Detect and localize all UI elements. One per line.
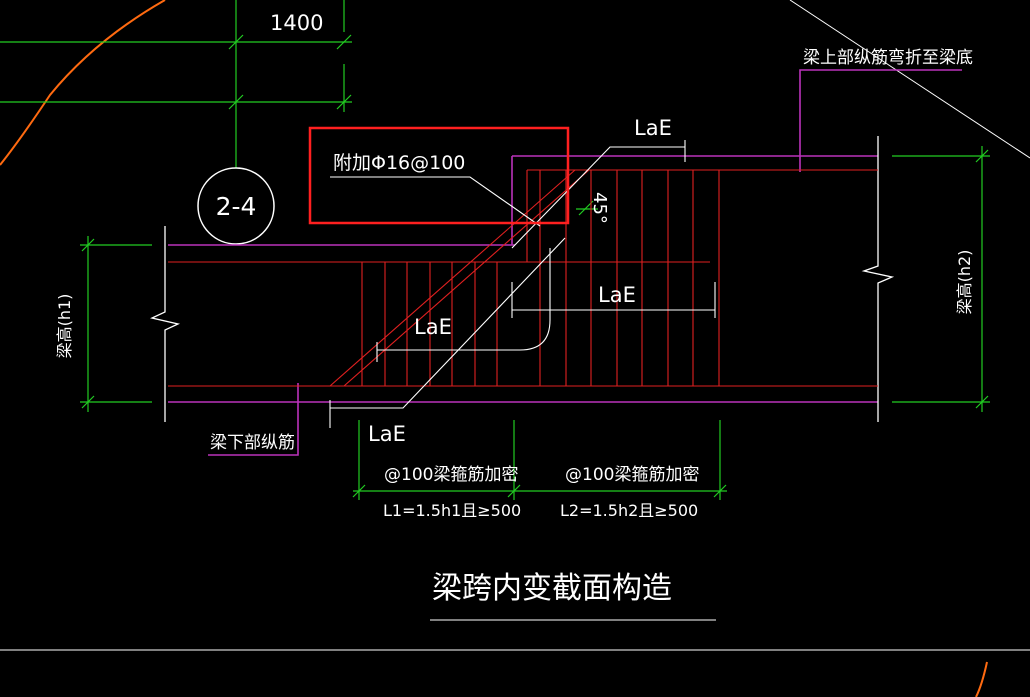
axis-bubble-circle <box>197 167 275 245</box>
orange-curves <box>0 0 988 697</box>
length-label-left: L1=1.5h1且≥500 <box>383 501 521 520</box>
right-break-line <box>861 136 895 422</box>
anchor-label-mid-right: LaE <box>598 283 636 307</box>
left-height-label: 梁高(h1) <box>55 294 74 359</box>
diagram-title: 梁跨内变截面构造 <box>432 571 672 606</box>
beam-outlines <box>168 69 962 456</box>
extra-bar-note: 附加Φ16@100 <box>333 152 465 174</box>
stirrup-label-right: @100梁箍筋加密 <box>565 465 699 485</box>
extra-bar-leader <box>330 176 541 227</box>
right-height-label: 梁高(h2) <box>955 250 974 315</box>
highlight-box <box>308 126 570 225</box>
anchor-label-top: LaE <box>634 116 672 140</box>
top-bend-note: 梁上部纵筋弯折至梁底 <box>803 48 973 68</box>
rebars <box>168 169 878 387</box>
orange-arc-top-left <box>0 0 166 166</box>
stirrup-label-left: @100梁箍筋加密 <box>384 465 518 485</box>
green-dimension-lines <box>0 0 990 500</box>
top-note-leader <box>799 69 962 172</box>
frame-lines <box>0 0 1030 651</box>
bottom-note-leader <box>208 383 299 456</box>
break-lines <box>150 136 895 422</box>
anchor-label-bottom: LaE <box>368 422 406 446</box>
left-break-line <box>150 226 180 422</box>
length-label-right: L2=1.5h2且≥500 <box>560 501 698 520</box>
bottom-bar-note: 梁下部纵筋 <box>210 433 295 453</box>
orange-arc-bottom-right <box>975 661 988 697</box>
frame-diagonal-line <box>789 0 1030 159</box>
white-leaders <box>329 140 716 621</box>
anchor-label-mid-left: LaE <box>414 315 452 339</box>
axis-bubble-label: 2-4 <box>216 192 257 221</box>
top-dimension-label: 1400 <box>270 11 323 35</box>
angle-label: 45° <box>589 192 610 224</box>
